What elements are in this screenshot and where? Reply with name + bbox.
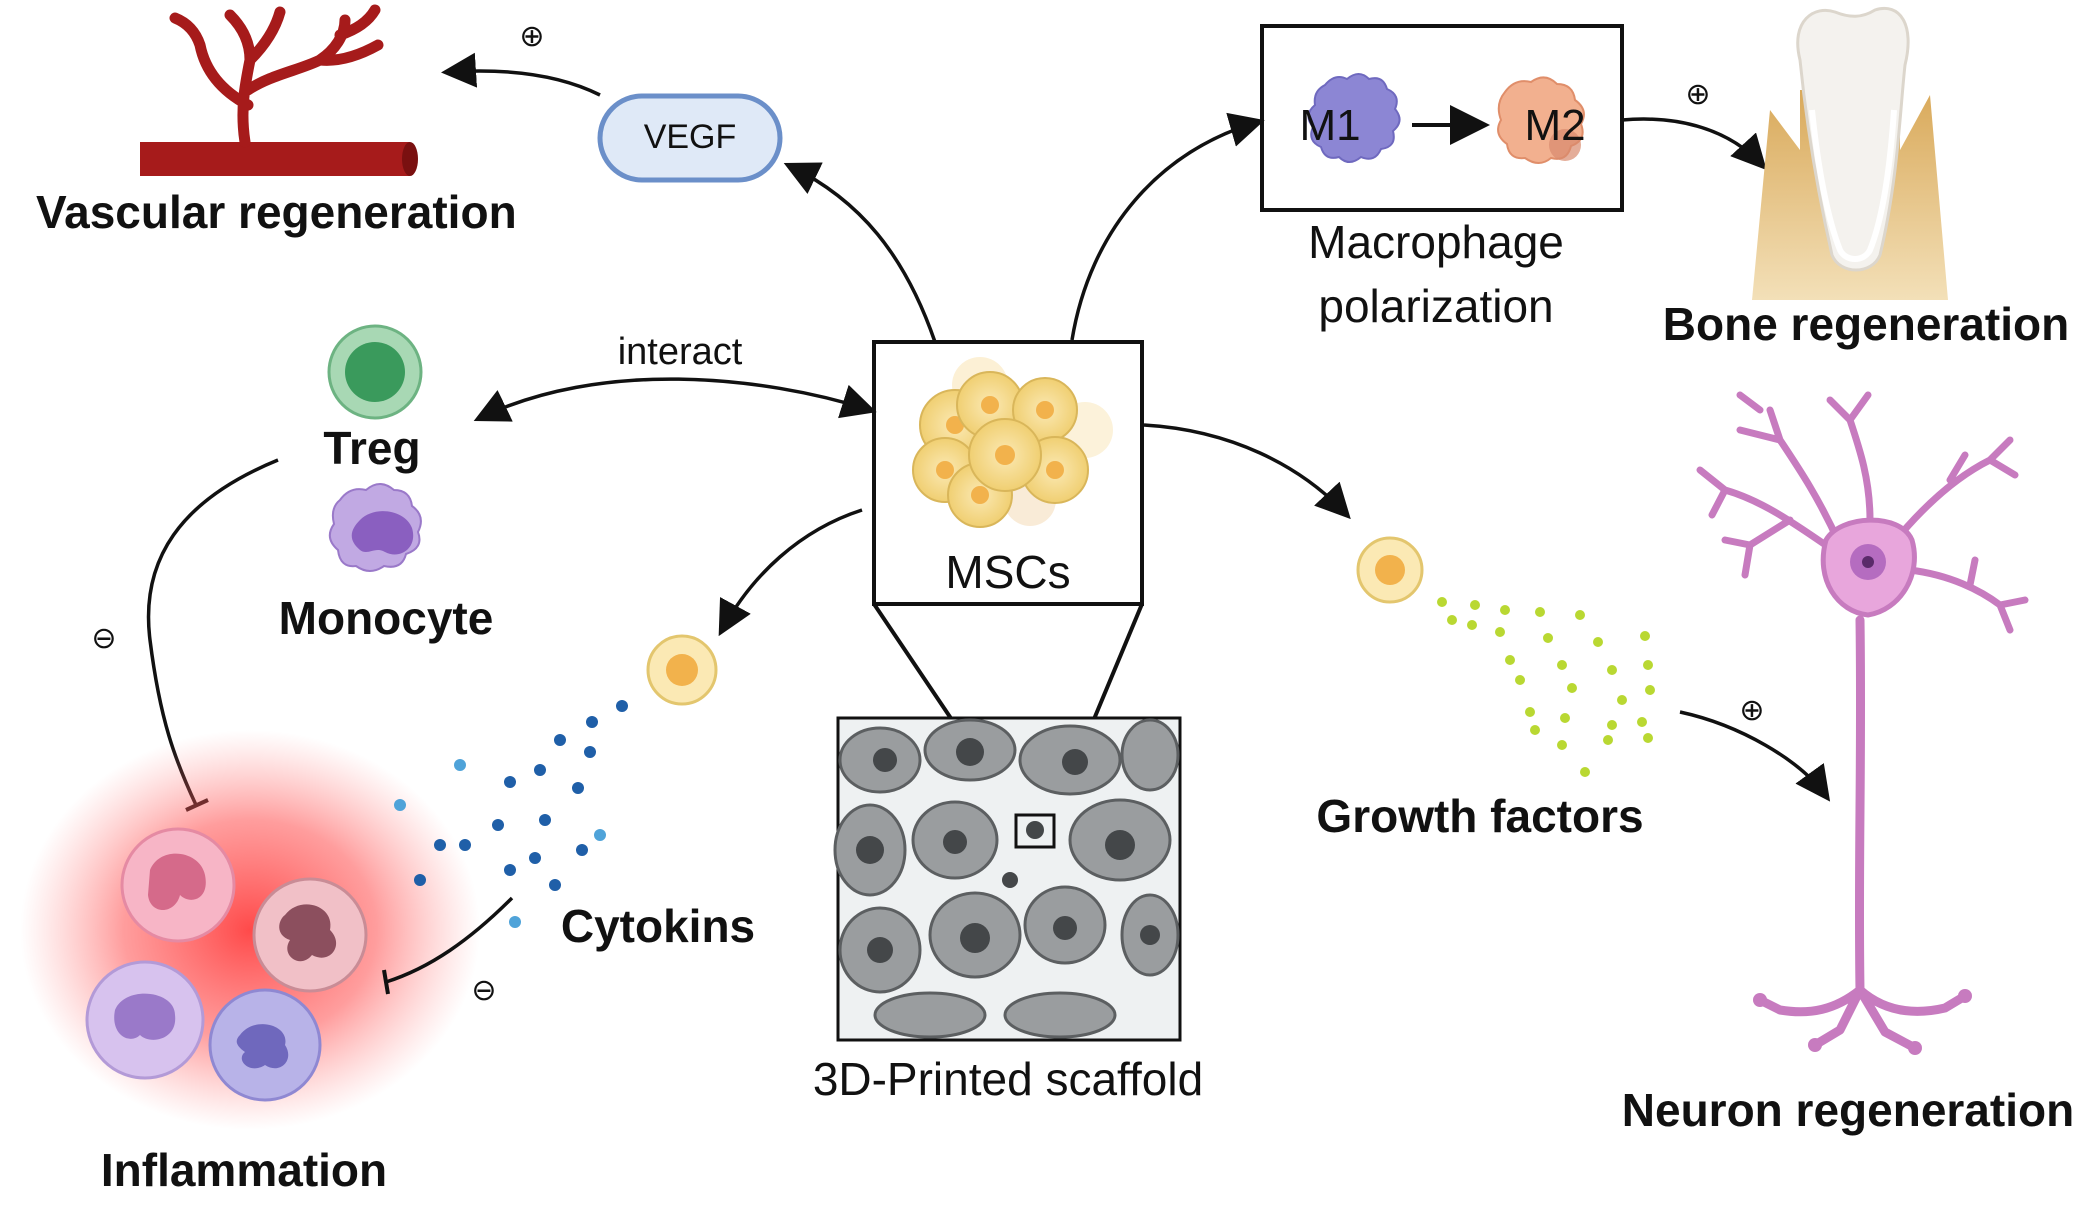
growth-secreting-cell-icon: [1356, 536, 1424, 604]
vascular-plus-sign: ⊕: [519, 19, 544, 54]
scaffold-zoom-square: [1014, 813, 1056, 849]
mscs-to-vegf-arrow: [783, 162, 937, 343]
vascular-regeneration-label: Vascular regeneration: [36, 186, 517, 238]
treg-cell-icon: [327, 324, 423, 420]
growth-factors-label: Growth factors: [1316, 790, 1643, 842]
tooth-bone-icon: [1752, 7, 1948, 300]
bone-regeneration-label: Bone regeneration: [1663, 298, 2069, 350]
neuron-icon: [1696, 391, 2029, 1055]
mscs-to-cytokine-cell-arrow: [718, 508, 863, 637]
cytokine-inhibition-bar: [382, 969, 390, 995]
secreting-cell-icon: [646, 634, 718, 706]
vegf-label: VEGF: [644, 118, 737, 156]
neuron-plus-sign: ⊕: [1739, 693, 1764, 728]
monocyte-label: Monocyte: [279, 592, 494, 644]
scaffold-label: 3D-Printed scaffold: [813, 1053, 1203, 1105]
cytokins-label: Cytokins: [561, 900, 755, 952]
msc-cell-cluster-icon: [912, 357, 1113, 528]
bone-plus-sign: ⊕: [1685, 77, 1710, 112]
interact-arrow: [473, 377, 877, 422]
neuron-regeneration-label: Neuron regeneration: [1622, 1084, 2074, 1136]
cytokine-inhibition-line: [385, 896, 514, 984]
monocyte-icon: [328, 483, 422, 572]
macrophage-label-line2: polarization: [1318, 280, 1553, 332]
cytokine-dots: [394, 700, 628, 928]
m2-label: M2: [1524, 101, 1585, 150]
treg-label: Treg: [323, 422, 420, 474]
blood-vessel-icon: [140, 4, 418, 176]
mscs-to-macrophage-arrow: [1070, 112, 1265, 341]
m2-macrophage-icon: M2: [1497, 76, 1586, 164]
m1-label: M1: [1299, 101, 1360, 150]
growth-factor-dots: [1437, 597, 1655, 777]
vegf-to-vascular-arrow: [441, 52, 601, 97]
macrophage-label-line1: Macrophage: [1308, 216, 1564, 268]
growth-to-neuron-arrow: [1679, 710, 1831, 802]
m1-macrophage-icon: M1: [1299, 73, 1401, 163]
macrophage-to-bone-arrow: [1621, 117, 1767, 171]
scaffold-image: [833, 716, 1182, 1042]
inflammation-label: Inflammation: [101, 1144, 387, 1196]
mscs-to-growth-cell-arrow: [1143, 423, 1351, 520]
vegf-node: VEGF: [597, 93, 783, 183]
cytokine-minus-sign: ⊖: [471, 973, 496, 1008]
treg-minus-sign: ⊖: [91, 621, 116, 656]
inflammation-cells-icon: [85, 827, 368, 1102]
mscs-label: MSCs: [945, 546, 1070, 598]
interact-label: interact: [618, 331, 743, 373]
